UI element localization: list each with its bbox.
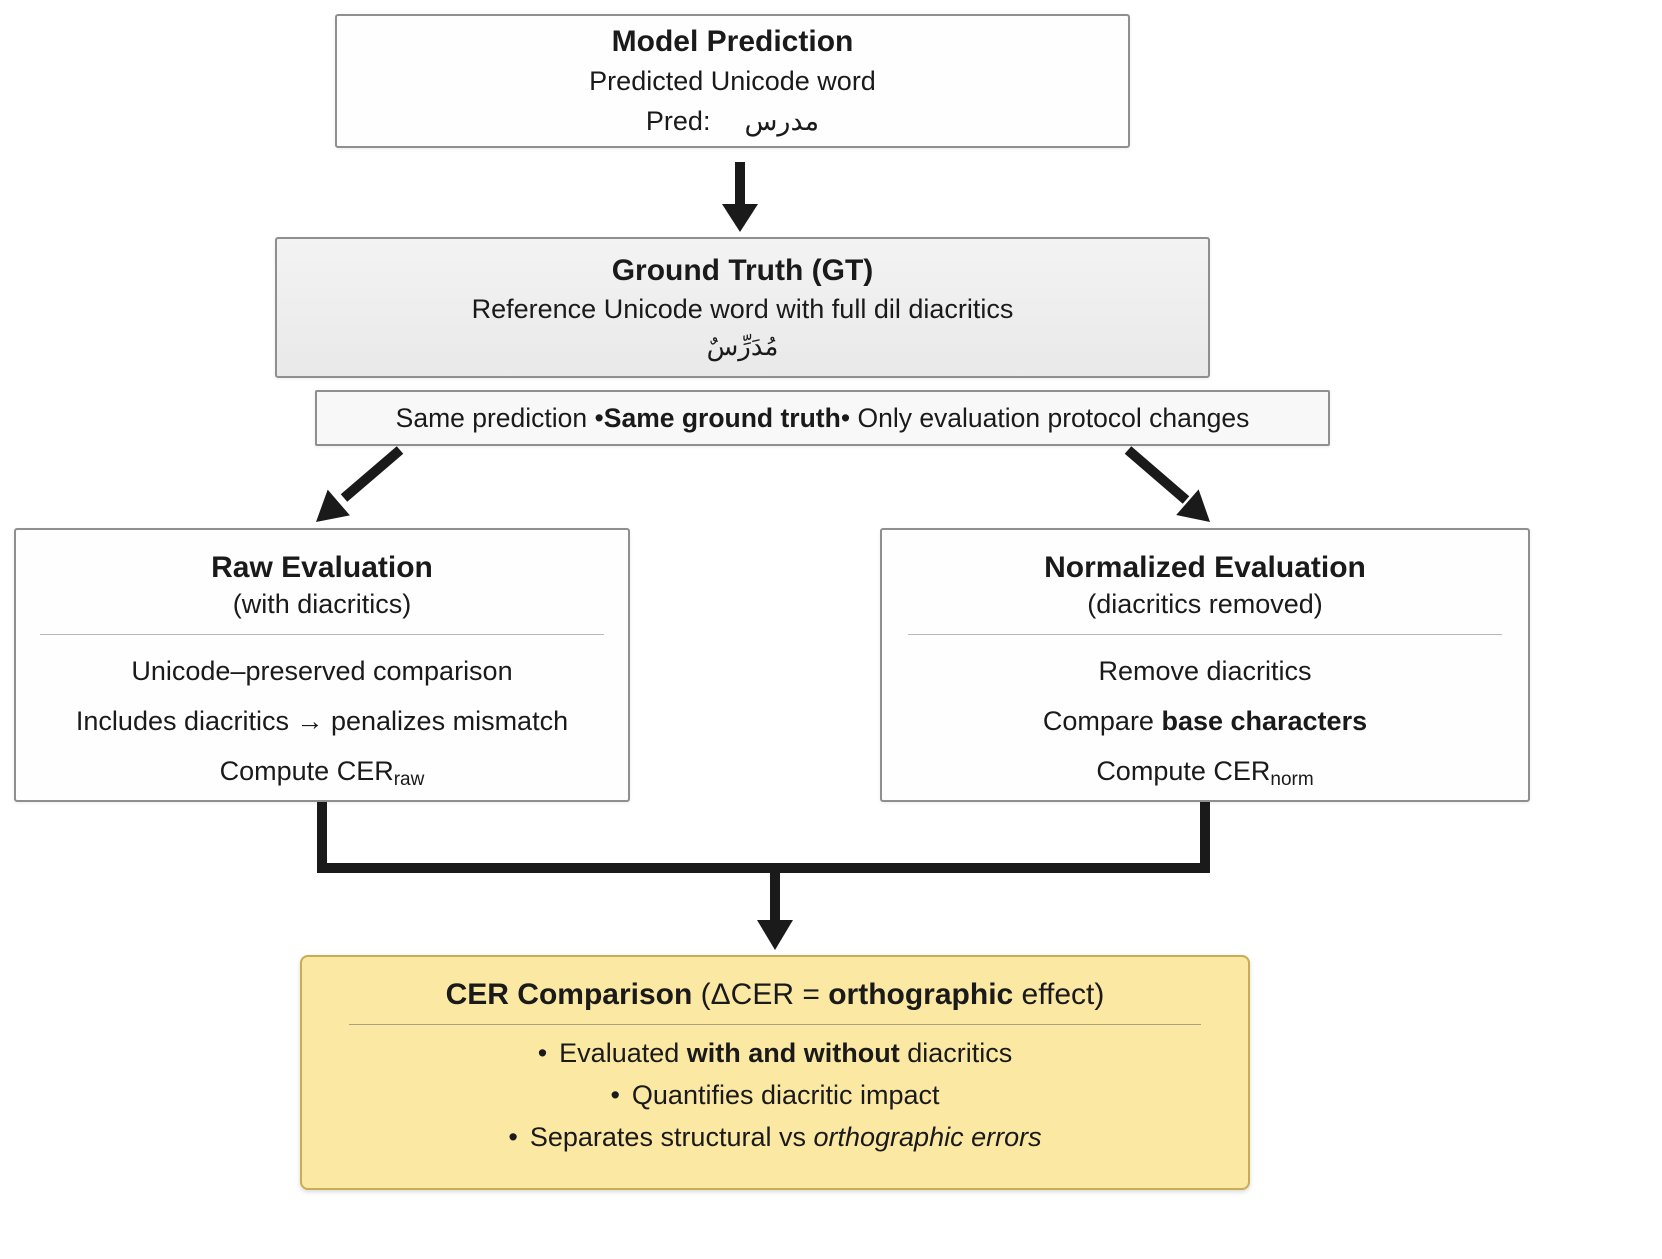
norm-cer-subscript: norm xyxy=(1270,768,1314,790)
cer-bullet-1: • Evaluated with and without diacritics xyxy=(538,1033,1013,1075)
raw-cer-label: Compute CER xyxy=(219,755,394,786)
bullet1-bold: with and without xyxy=(686,1038,900,1068)
normalized-evaluation-line1: Remove diacritics xyxy=(1098,656,1312,687)
bullet-icon: • xyxy=(508,1121,518,1152)
bullet3-pre: Separates structural vs xyxy=(529,1121,814,1152)
bullet-icon: • xyxy=(610,1079,620,1110)
arrow-right-branch xyxy=(1124,446,1210,522)
model-prediction-title: Model Prediction xyxy=(611,25,854,59)
normalized-evaluation-title: Normalized Evaluation xyxy=(1044,551,1366,584)
cer-comparison-box: CER Comparison (ΔCER = orthographic effe… xyxy=(300,955,1250,1190)
raw-evaluation-line2: Includes diacritics → penalizes mismatch xyxy=(75,706,569,737)
raw-cer-subscript: raw xyxy=(393,768,425,790)
protocol-seg2: Same ground truth xyxy=(603,402,841,433)
pred-value-arabic: مدرس xyxy=(744,106,820,137)
cer-title-pre: (ΔCER = xyxy=(692,978,829,1011)
bullet-icon: • xyxy=(537,1038,548,1068)
bullet3-italic: orthographic errors xyxy=(813,1121,1042,1152)
normalized-evaluation-divider xyxy=(907,634,1503,636)
cer-title-emph: orthographic xyxy=(828,978,1014,1011)
ground-truth-box: Ground Truth (GT) Reference Unicode word… xyxy=(275,237,1210,378)
protocol-seg1: Same prediction • xyxy=(395,402,604,433)
model-prediction-box: Model Prediction Predicted Unicode word … xyxy=(335,14,1130,148)
bullet2-text: Quantifies diacritic impact xyxy=(631,1079,940,1110)
cer-bullet-2: • Quantifies diacritic impact xyxy=(610,1075,939,1117)
raw-evaluation-line3: Compute CERraw xyxy=(220,747,425,797)
compare-label: Compare xyxy=(1042,706,1162,737)
model-prediction-subtitle: Predicted Unicode word xyxy=(589,66,876,97)
pred-label: Pred: xyxy=(645,106,711,137)
arrow-model-to-gt xyxy=(722,162,758,232)
raw-evaluation-line1: Unicode–preserved comparison xyxy=(131,656,513,687)
model-prediction-example: Pred: مدرس xyxy=(646,103,819,139)
cer-bullet-3: • Separates structural vs orthographic er… xyxy=(508,1117,1041,1159)
bullet1-pre: Evaluated xyxy=(559,1038,687,1068)
ground-truth-subtitle: Reference Unicode word with full dil dia… xyxy=(471,293,1014,324)
raw-evaluation-box: Raw Evaluation (with diacritics) Unicode… xyxy=(14,528,630,802)
raw-evaluation-divider xyxy=(40,634,604,636)
raw-evaluation-subtitle: (with diacritics) xyxy=(232,589,412,619)
connector-merge xyxy=(317,802,1210,873)
arrow-left-branch xyxy=(316,446,404,522)
normalized-evaluation-line3: Compute CERnorm xyxy=(1096,747,1313,797)
bullet1-post: diacritics xyxy=(899,1038,1013,1068)
normalized-evaluation-subtitle: (diacritics removed) xyxy=(1087,589,1323,619)
cer-comparison-title: CER Comparison (ΔCER = orthographic effe… xyxy=(446,975,1105,1014)
norm-cer-label: Compute CER xyxy=(1096,755,1271,786)
normalized-evaluation-box: Normalized Evaluation (diacritics remove… xyxy=(880,528,1530,802)
normalized-evaluation-line2: Compare base characters xyxy=(1043,697,1367,747)
protocol-seg3: • Only evaluation protocol changes xyxy=(840,402,1250,433)
cer-comparison-divider xyxy=(349,1024,1201,1025)
base-characters-label: base characters xyxy=(1161,706,1368,737)
arrow-merge-to-cer xyxy=(757,866,793,950)
cer-title-bold: CER Comparison xyxy=(445,978,693,1011)
ground-truth-title: Ground Truth (GT) xyxy=(611,253,874,287)
raw-evaluation-title: Raw Evaluation xyxy=(211,551,433,584)
protocol-note: Same prediction • Same ground truth • On… xyxy=(315,390,1330,446)
cer-title-post: effect) xyxy=(1013,978,1105,1011)
ground-truth-arabic: مُدَرِّسٌ xyxy=(706,331,779,362)
